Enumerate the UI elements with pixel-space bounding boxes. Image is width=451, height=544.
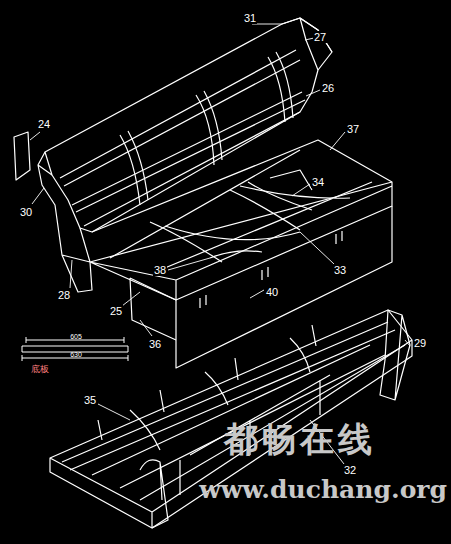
front-panel-40 — [176, 206, 392, 368]
front-panel-slots — [200, 231, 342, 308]
callout-number: 30 — [19, 206, 33, 218]
left-arm — [38, 152, 92, 292]
callout-number: 36 — [148, 338, 162, 350]
end-panel-left — [140, 460, 168, 528]
leader-lines — [30, 24, 410, 464]
part-name: 底板 — [30, 365, 50, 375]
callout-number: 33 — [333, 264, 347, 276]
callout-number: 25 — [109, 305, 123, 317]
backrest-outline — [45, 18, 332, 232]
callout-number: 26 — [321, 82, 335, 94]
callout-number: 34 — [311, 176, 325, 188]
dimension-board — [22, 337, 128, 361]
callout-number: 37 — [346, 123, 360, 135]
part-36 — [130, 278, 176, 340]
seat-frame — [90, 140, 392, 300]
callout-number: 29 — [413, 337, 427, 349]
callout-number: 28 — [57, 289, 71, 301]
callout-number: 40 — [265, 286, 279, 298]
backrest-rails — [60, 50, 305, 226]
dimension-text: 630 — [69, 351, 83, 359]
callout-number: 24 — [37, 118, 51, 130]
backrest-slats — [120, 52, 293, 205]
watermark: 都畅在线 — [223, 421, 377, 458]
part-24 — [14, 132, 30, 180]
dimension-text: 605 — [69, 333, 83, 341]
base-inner-rails — [62, 322, 405, 500]
seat-inner — [110, 150, 372, 270]
end-panel-29 — [380, 310, 410, 400]
callout-number: 35 — [83, 394, 97, 406]
top-rail-27 — [282, 18, 332, 70]
watermark: www.duchang.org — [198, 476, 448, 504]
callout-number: 38 — [153, 264, 167, 276]
callout-number: 32 — [343, 464, 357, 476]
callout-number: 31 — [243, 12, 257, 24]
callout-number: 27 — [313, 31, 327, 43]
seat-curves-34-38 — [210, 170, 312, 258]
